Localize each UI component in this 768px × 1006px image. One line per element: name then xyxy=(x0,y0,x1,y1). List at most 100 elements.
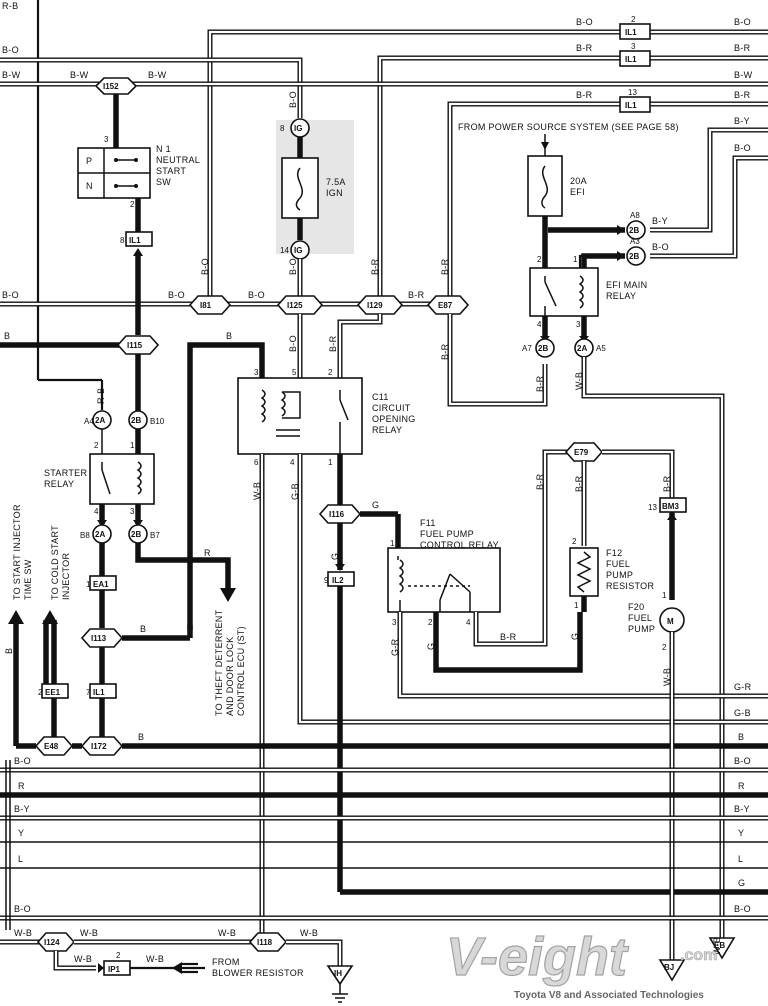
svg-text:Y: Y xyxy=(18,828,24,838)
svg-text:B-R: B-R xyxy=(574,475,584,492)
svg-text:B-Y: B-Y xyxy=(652,216,668,226)
lower-bus-wires: B-O R B-Y Y L B-O xyxy=(0,756,768,930)
svg-text:G-R: G-R xyxy=(734,682,752,692)
svg-text:4: 4 xyxy=(466,618,471,627)
svg-text:E48: E48 xyxy=(44,742,59,751)
svg-text:B-R: B-R xyxy=(535,375,545,392)
svg-text:1: 1 xyxy=(130,441,135,450)
svg-text:5: 5 xyxy=(292,368,297,377)
wire-label: B-R xyxy=(734,43,751,53)
svg-text:7: 7 xyxy=(86,688,91,697)
svg-text:I118: I118 xyxy=(257,938,273,947)
svg-text:PUMP: PUMP xyxy=(628,624,655,634)
svg-text:L: L xyxy=(18,854,23,864)
svg-text:3: 3 xyxy=(104,135,109,144)
svg-text:R: R xyxy=(738,781,745,791)
svg-text:B-O: B-O xyxy=(14,756,31,766)
svg-text:BJ: BJ xyxy=(664,963,674,972)
svg-text:B-Y: B-Y xyxy=(734,804,750,814)
svg-text:1: 1 xyxy=(662,591,667,600)
wire-label: B-R xyxy=(576,43,593,53)
svg-text:2: 2 xyxy=(38,688,43,697)
top-wire-labels: R-B B-O B-O B-O B-R B-R B-W B-W B-W B-W … xyxy=(2,1,753,404)
main-junctions: I81 I125 I129 E87 xyxy=(188,295,470,315)
svg-text:OPENING: OPENING xyxy=(372,414,416,424)
wire-label: B xyxy=(226,331,232,341)
svg-text:RELAY: RELAY xyxy=(606,291,636,301)
svg-text:EFI: EFI xyxy=(570,187,585,197)
svg-text:CONTROL RELAY: CONTROL RELAY xyxy=(420,540,499,550)
svg-text:F20: F20 xyxy=(628,602,644,612)
junction-i152: I152 xyxy=(94,77,138,148)
fuel-pump-control-chain: I116 G 9 IL2 G xyxy=(318,500,768,895)
svg-text:CIRCUIT: CIRCUIT xyxy=(372,403,411,413)
svg-text:TO THEFT DETERRENT: TO THEFT DETERRENT xyxy=(214,609,224,716)
svg-text:I125: I125 xyxy=(287,301,303,310)
svg-text:3: 3 xyxy=(392,618,397,627)
svg-text:G-R: G-R xyxy=(390,638,400,656)
svg-text:IL1: IL1 xyxy=(129,236,141,245)
svg-text:CONTROL ECU (ST): CONTROL ECU (ST) xyxy=(236,626,246,716)
ground-eb xyxy=(708,937,736,960)
junction-i113 xyxy=(80,628,124,648)
svg-text:IH: IH xyxy=(334,969,342,978)
svg-text:I124: I124 xyxy=(44,938,60,947)
svg-text:V-eight: V-eight xyxy=(446,927,629,987)
svg-text:2: 2 xyxy=(662,643,667,652)
svg-text:I129: I129 xyxy=(367,301,383,310)
wire-label: R-B xyxy=(96,388,106,404)
svg-text:2: 2 xyxy=(328,368,333,377)
pin-number: 13 xyxy=(628,88,637,97)
fuel-pump-resistor-and-pump: E79 B-R B-R 2 F12 FUEL PUMP RESISTOR 1 1… xyxy=(564,442,687,960)
ground-ih xyxy=(326,965,354,986)
watermark-logo: V-eight .com Toyota V8 and Associated Te… xyxy=(445,926,717,1001)
svg-text:IG: IG xyxy=(294,124,302,133)
svg-text:STARTER: STARTER xyxy=(44,468,87,478)
svg-text:Y: Y xyxy=(738,828,744,838)
neutral-start-switch: 3 P N N 1 NEUTRAL START SW 2 xyxy=(77,135,200,232)
svg-text:G: G xyxy=(738,878,745,888)
junction-e79 xyxy=(564,442,604,462)
svg-text:A7: A7 xyxy=(522,344,532,353)
svg-text:14: 14 xyxy=(280,246,289,255)
svg-text:2B: 2B xyxy=(538,344,548,353)
svg-text:RELAY: RELAY xyxy=(372,425,402,435)
svg-text:3: 3 xyxy=(254,368,259,377)
svg-text:PUMP: PUMP xyxy=(606,570,633,580)
svg-text:2B: 2B xyxy=(131,416,141,425)
junction-i129 xyxy=(356,295,404,315)
svg-text:8: 8 xyxy=(280,124,285,133)
svg-text:G-B: G-B xyxy=(734,708,751,718)
svg-text:IL1: IL1 xyxy=(93,688,105,697)
wire-label: B-W xyxy=(734,70,753,80)
svg-text:1: 1 xyxy=(328,458,333,467)
wire-label: B-O xyxy=(734,17,751,27)
svg-text:START: START xyxy=(156,166,186,176)
bottom-ground-wiring: W-B I124 W-B W-B I118 W-B IH W-B 2 IP1 W… xyxy=(0,928,736,1003)
top-connectors: 2 IL1 3 IL1 13 IL1 xyxy=(619,15,651,113)
svg-text:FUEL PUMP: FUEL PUMP xyxy=(420,529,474,539)
svg-text:2A: 2A xyxy=(577,344,587,353)
wire-label: B-O xyxy=(248,290,265,300)
fuel-pump-control-relay: F11 FUEL PUMP CONTROL RELAY 1 3 2 4 G-R … xyxy=(387,449,768,699)
wire-label: B-O xyxy=(2,45,19,55)
svg-text:G: G xyxy=(330,553,340,560)
svg-text:W-B: W-B xyxy=(712,937,722,955)
ground-bj xyxy=(658,959,686,982)
svg-text:W-B: W-B xyxy=(74,954,92,964)
connector-il1 xyxy=(619,50,651,67)
svg-text:W-B: W-B xyxy=(574,372,584,390)
connector-label: IL1 xyxy=(625,28,637,37)
junction-i124 xyxy=(36,932,76,952)
connector-label: IL1 xyxy=(625,55,637,64)
svg-text:7.5A: 7.5A xyxy=(326,177,346,187)
svg-text:SW: SW xyxy=(156,177,171,187)
svg-text:B8: B8 xyxy=(80,531,90,540)
junction-i125 xyxy=(276,295,324,315)
right-bus-labels: G-R G-B B B-O R B-Y Y L G B-O xyxy=(734,682,752,914)
svg-text:FROM POWER SOURCE SYSTEM (SEE: FROM POWER SOURCE SYSTEM (SEE PAGE 58) xyxy=(458,122,679,132)
svg-text:4: 4 xyxy=(94,507,99,516)
wire-label: B-W xyxy=(148,70,167,80)
svg-text:NEUTRAL: NEUTRAL xyxy=(156,155,200,165)
